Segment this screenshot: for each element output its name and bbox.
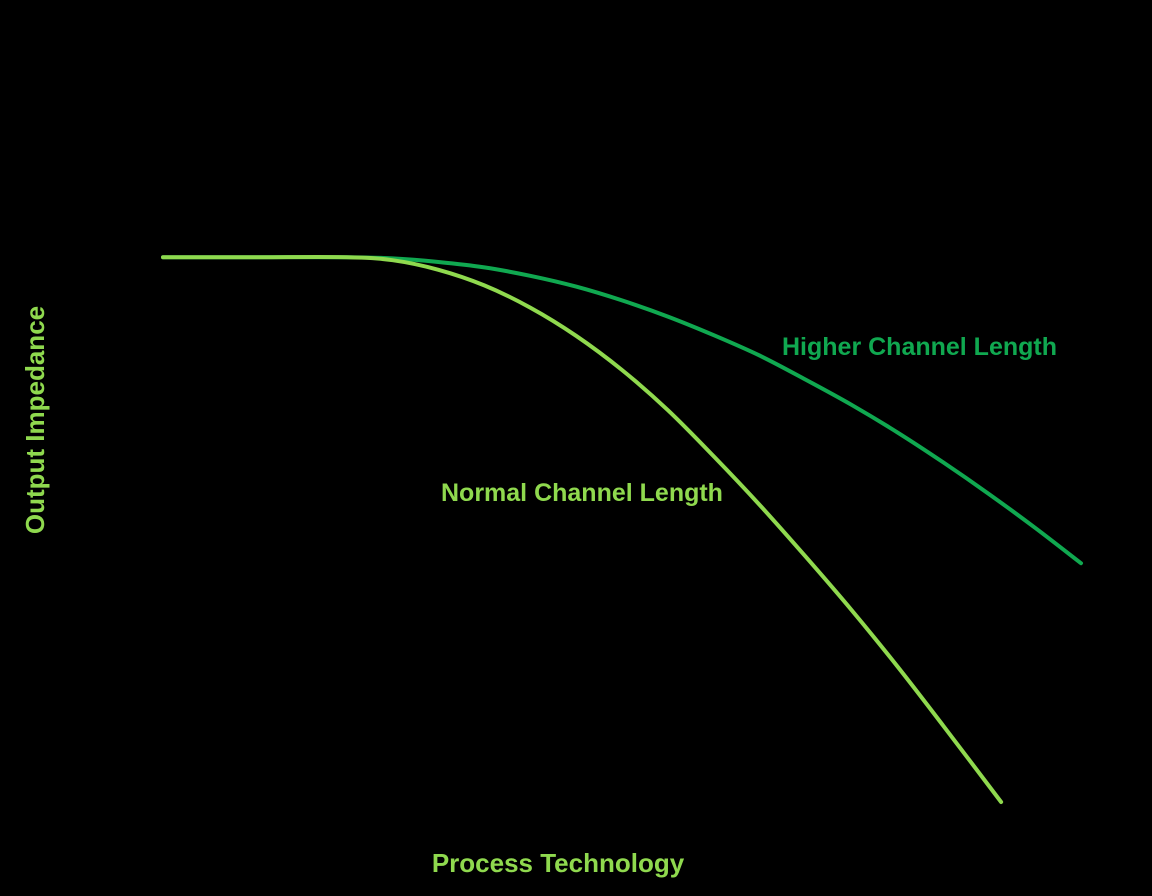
x-axis-label: Process Technology: [432, 848, 685, 878]
series-line-higher-channel-length: [161, 255, 1083, 566]
y-axis-label: Output Impedance: [20, 306, 50, 534]
series-line-normal-channel-length: [161, 254, 1004, 804]
series-label-higher-channel-length: Higher Channel Length: [782, 333, 1057, 361]
series-label-normal-channel-length: Normal Channel Length: [441, 479, 723, 507]
series-layer: [161, 254, 1083, 804]
